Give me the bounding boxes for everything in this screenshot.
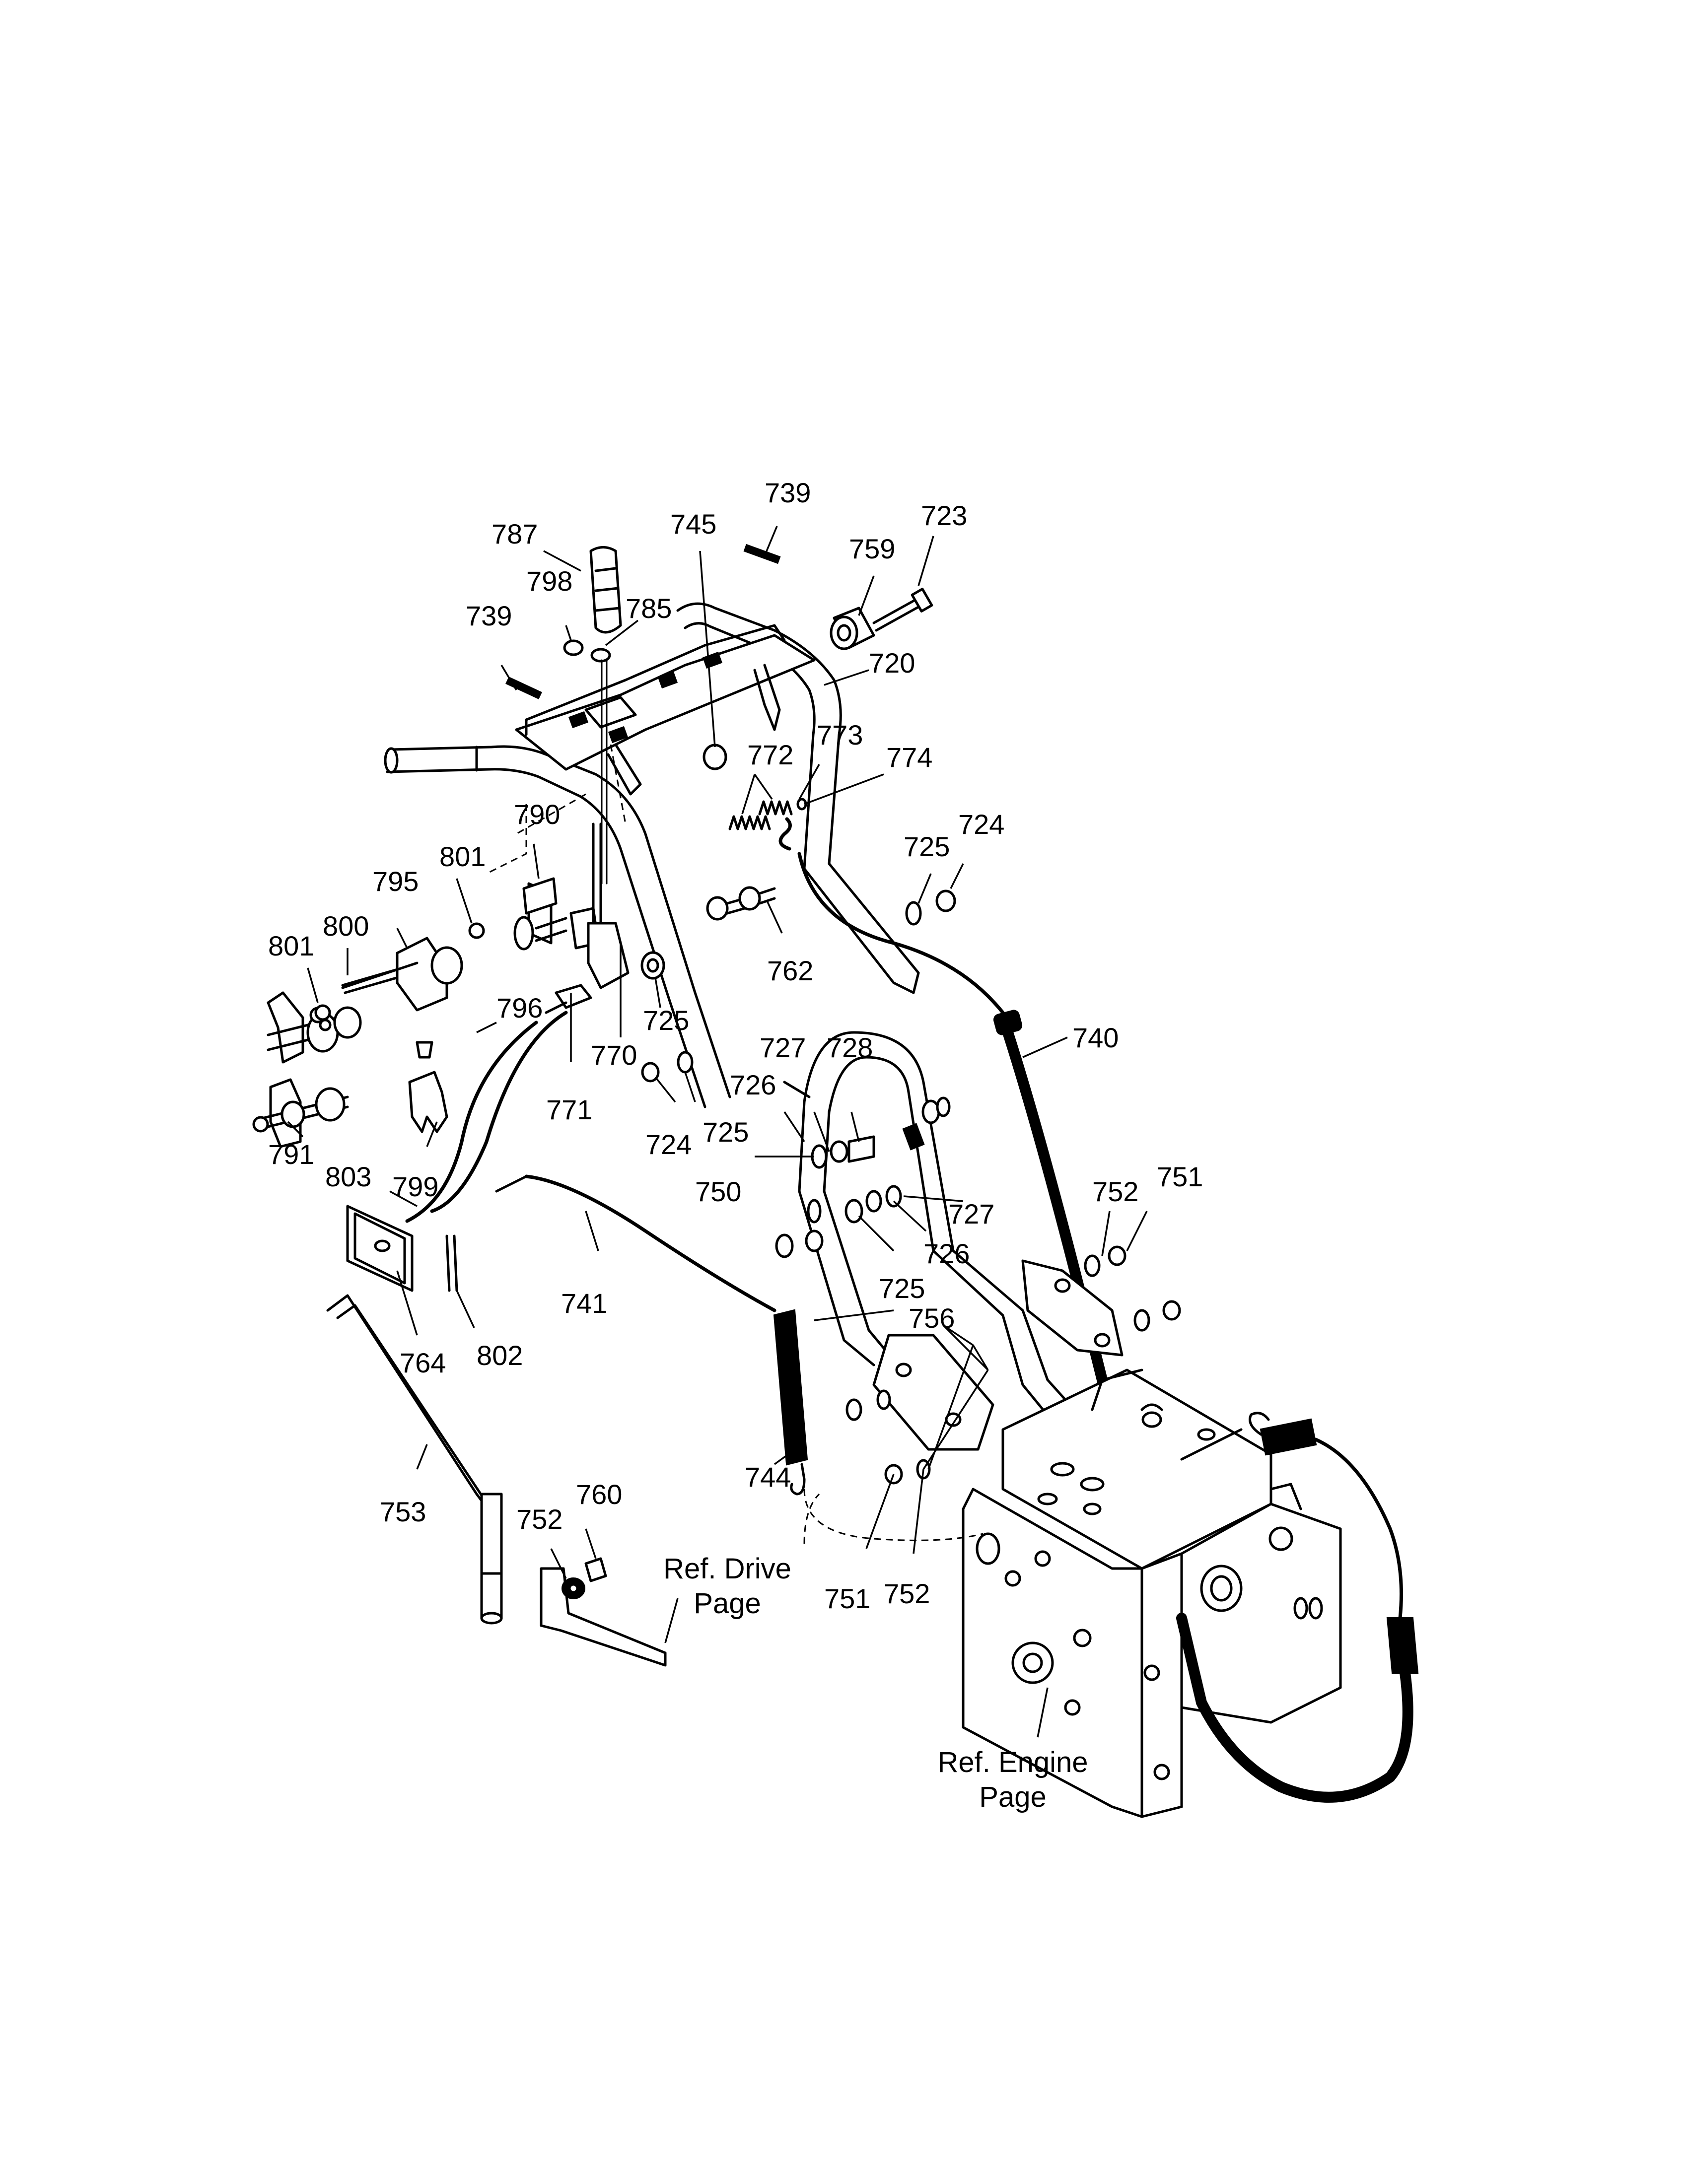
linkage-plate-764 xyxy=(346,1205,414,1292)
label-725-lower: 725 xyxy=(879,1273,925,1304)
ref-engine-page-line2: Page xyxy=(979,1781,1046,1813)
part-labels: 723 759 739 745 787 798 785 739 720 773 … xyxy=(268,477,1203,1813)
label-801-top: 801 xyxy=(439,841,486,872)
label-720: 720 xyxy=(869,647,915,679)
cotter-pin-802 xyxy=(445,1234,458,1292)
label-760: 760 xyxy=(576,1479,622,1510)
nut-801-right xyxy=(468,922,485,939)
bracket-799 xyxy=(408,1071,448,1133)
rod-753 xyxy=(326,1294,503,1625)
label-739-left: 739 xyxy=(466,600,512,631)
label-803: 803 xyxy=(325,1161,371,1192)
label-771: 771 xyxy=(546,1094,592,1125)
decal-739-left xyxy=(505,677,542,699)
label-741: 741 xyxy=(561,1288,607,1319)
label-725-mid: 725 xyxy=(643,1005,689,1036)
label-725-mid2: 725 xyxy=(703,1116,749,1148)
bushing-759 xyxy=(830,607,875,650)
ref-drive-page-line1: Ref. Drive xyxy=(663,1553,791,1585)
washer-725-upper xyxy=(905,901,922,926)
label-795: 795 xyxy=(372,866,419,897)
drive-bracket xyxy=(540,1557,667,1667)
handle-assembly-drawing xyxy=(252,544,1419,1818)
label-785: 785 xyxy=(626,593,672,624)
lever-791 xyxy=(252,1078,349,1148)
bolts-762 xyxy=(706,886,776,921)
label-798: 798 xyxy=(526,565,572,597)
label-724-mid: 724 xyxy=(645,1129,692,1160)
label-801-left: 801 xyxy=(268,930,314,961)
plates-756 xyxy=(872,1259,1124,1451)
label-724-upper: 724 xyxy=(958,809,1004,840)
label-739-top: 739 xyxy=(765,477,811,508)
pin-796 xyxy=(416,1041,433,1059)
knob-745 xyxy=(703,744,727,770)
label-726-top: 726 xyxy=(730,1069,776,1100)
shift-rod-assembly xyxy=(267,822,665,1064)
label-727-top: 727 xyxy=(760,1032,806,1063)
construction-lines xyxy=(486,744,984,1544)
engine-cable xyxy=(1176,1412,1419,1803)
spring-744 xyxy=(773,1309,808,1496)
label-723: 723 xyxy=(921,500,967,531)
label-791: 791 xyxy=(268,1139,314,1170)
label-764: 764 xyxy=(400,1347,446,1378)
label-751-lower: 751 xyxy=(824,1583,870,1614)
label-802: 802 xyxy=(477,1340,523,1371)
label-790: 790 xyxy=(514,799,560,830)
label-787: 787 xyxy=(492,518,538,549)
label-762: 762 xyxy=(767,955,813,986)
label-744: 744 xyxy=(745,1461,791,1493)
label-753: 753 xyxy=(380,1496,426,1527)
nut-798 xyxy=(563,639,584,656)
bolt-723 xyxy=(872,588,933,632)
label-759: 759 xyxy=(849,533,895,564)
label-752-left: 752 xyxy=(516,1503,563,1535)
nut-801-left xyxy=(314,1004,331,1021)
label-799: 799 xyxy=(392,1171,438,1202)
label-750: 750 xyxy=(695,1176,741,1207)
label-770: 770 xyxy=(591,1039,637,1071)
label-774: 774 xyxy=(886,742,932,773)
lower-handle xyxy=(783,1031,1094,1441)
label-800: 800 xyxy=(323,910,369,942)
rod-800 xyxy=(341,961,419,989)
bolt-724-upper xyxy=(935,889,956,912)
label-752-right: 752 xyxy=(1092,1176,1138,1207)
cable-741 xyxy=(405,1011,776,1312)
label-773: 773 xyxy=(817,719,863,751)
label-751-right: 751 xyxy=(1157,1161,1203,1192)
control-panel xyxy=(515,624,816,796)
label-740: 740 xyxy=(1072,1022,1119,1053)
label-752-lower: 752 xyxy=(884,1578,930,1609)
ref-drive-page-line2: Page xyxy=(694,1587,761,1620)
label-756: 756 xyxy=(909,1302,955,1334)
engine-frame xyxy=(962,1368,1342,1818)
springs-772 xyxy=(728,798,807,830)
label-745: 745 xyxy=(670,508,716,540)
ref-engine-page-line1: Ref. Engine xyxy=(937,1746,1088,1778)
upper-handle-right xyxy=(676,602,920,994)
label-726-mid: 726 xyxy=(923,1238,970,1269)
label-772: 772 xyxy=(747,739,793,770)
decal-739-right xyxy=(743,544,781,564)
label-727-right: 727 xyxy=(948,1198,994,1229)
hardware-center xyxy=(641,1051,1181,1485)
leader-lines xyxy=(287,526,1148,1738)
label-796: 796 xyxy=(496,992,543,1024)
label-728: 728 xyxy=(827,1032,873,1063)
label-725-upper: 725 xyxy=(904,831,950,862)
